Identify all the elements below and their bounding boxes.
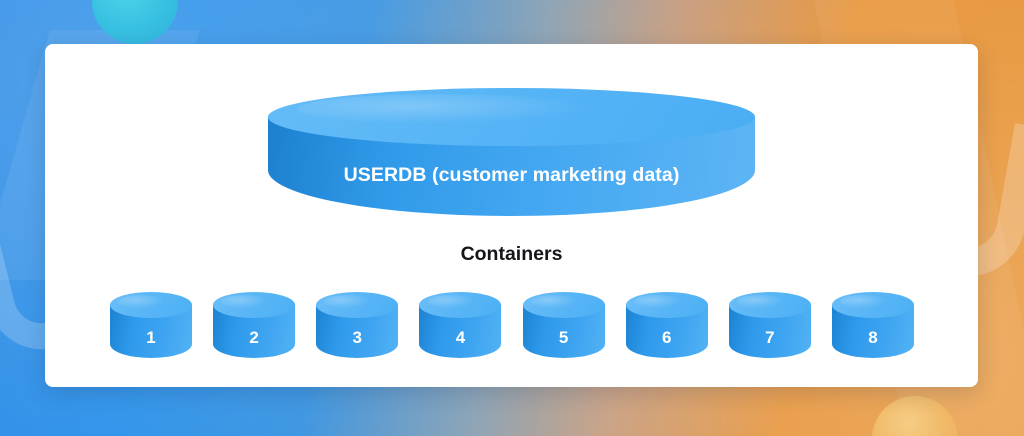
container-cylinder-top: [110, 292, 192, 318]
database-cylinder: USERDB (customer marketing data): [268, 88, 755, 216]
container-cylinder-top: [522, 292, 605, 318]
container-cylinder: 6: [625, 292, 708, 358]
container-label: 7: [765, 328, 775, 347]
container-cylinder: 2: [213, 292, 296, 358]
container-cylinder-top: [419, 292, 502, 318]
container-label: 2: [249, 328, 259, 347]
container-label: 6: [661, 328, 672, 347]
container-cylinder-highlight: [427, 295, 474, 309]
container-cylinder-highlight: [737, 295, 783, 309]
container-cylinder-highlight: [118, 295, 165, 309]
container-label: 1: [146, 328, 156, 347]
container-cylinder: 8: [831, 292, 914, 358]
container-label: 4: [455, 328, 466, 347]
container-cylinder: 4: [419, 292, 502, 358]
container-label: 8: [868, 328, 878, 347]
container-cylinder: 1: [110, 292, 192, 358]
container-cylinder: 7: [728, 292, 811, 358]
container-label: 5: [558, 328, 569, 347]
containers-row: 1 2 3 4: [110, 292, 914, 360]
container-cylinder-top: [728, 292, 811, 318]
container-cylinder-highlight: [840, 295, 887, 309]
container-cylinder-top: [831, 292, 914, 318]
container-label: 3: [352, 328, 363, 347]
containers-heading: Containers: [460, 243, 563, 265]
container-cylinder-highlight: [633, 295, 680, 309]
container-cylinder-top: [213, 292, 296, 318]
container-cylinder-highlight: [530, 295, 577, 309]
container-cylinder-highlight: [324, 295, 371, 309]
container-cylinder: 3: [316, 292, 399, 358]
container-cylinder: 5: [522, 292, 605, 358]
container-cylinder-highlight: [221, 295, 268, 309]
database-cylinder-highlight: [297, 93, 590, 124]
container-cylinder-top: [625, 292, 708, 318]
container-cylinder-top: [316, 292, 399, 318]
database-cylinder-top: [268, 88, 755, 146]
database-label: USERDB (customer marketing data): [343, 164, 680, 186]
